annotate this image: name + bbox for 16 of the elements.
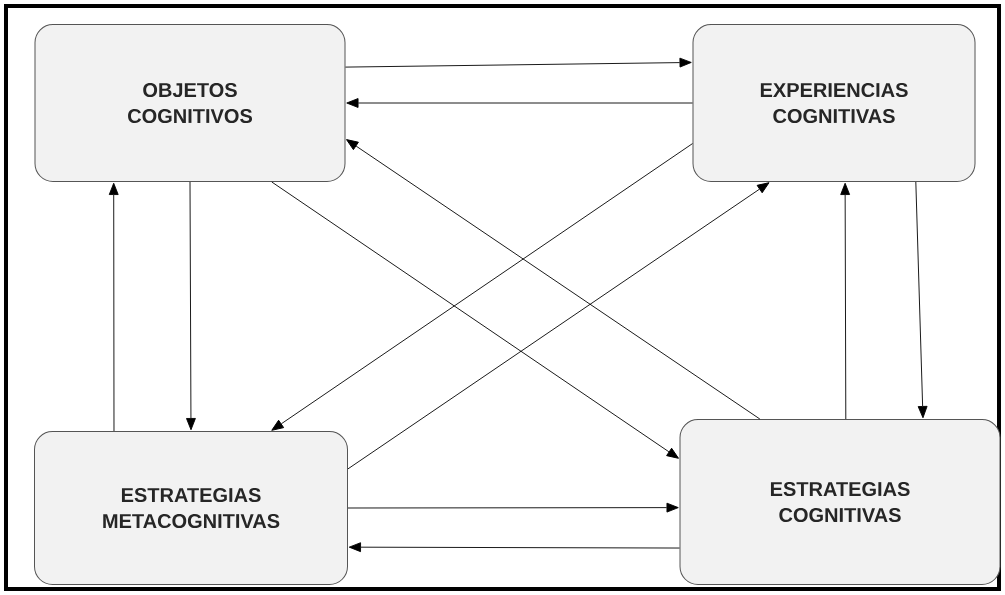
- process-box: EXPERIENCIAS COGNITIVAS: [692, 24, 976, 182]
- process-box: ESTRATEGIAS METACOGNITIVAS: [34, 431, 348, 585]
- arrow: [915, 181, 928, 419]
- arrow: [186, 181, 196, 431]
- arrow: [271, 181, 679, 459]
- process-box: ESTRATEGIAS COGNITIVAS: [679, 419, 1001, 585]
- arrow: [345, 57, 692, 68]
- arrow: [347, 182, 770, 470]
- arrow: [840, 182, 851, 420]
- arrow: [346, 98, 693, 108]
- arrow: [347, 502, 679, 513]
- process-box: OBJETOS COGNITIVOS: [34, 24, 346, 182]
- arrow: [271, 143, 693, 431]
- arrow: [108, 182, 119, 432]
- arrow: [346, 139, 761, 420]
- arrow: [348, 542, 680, 553]
